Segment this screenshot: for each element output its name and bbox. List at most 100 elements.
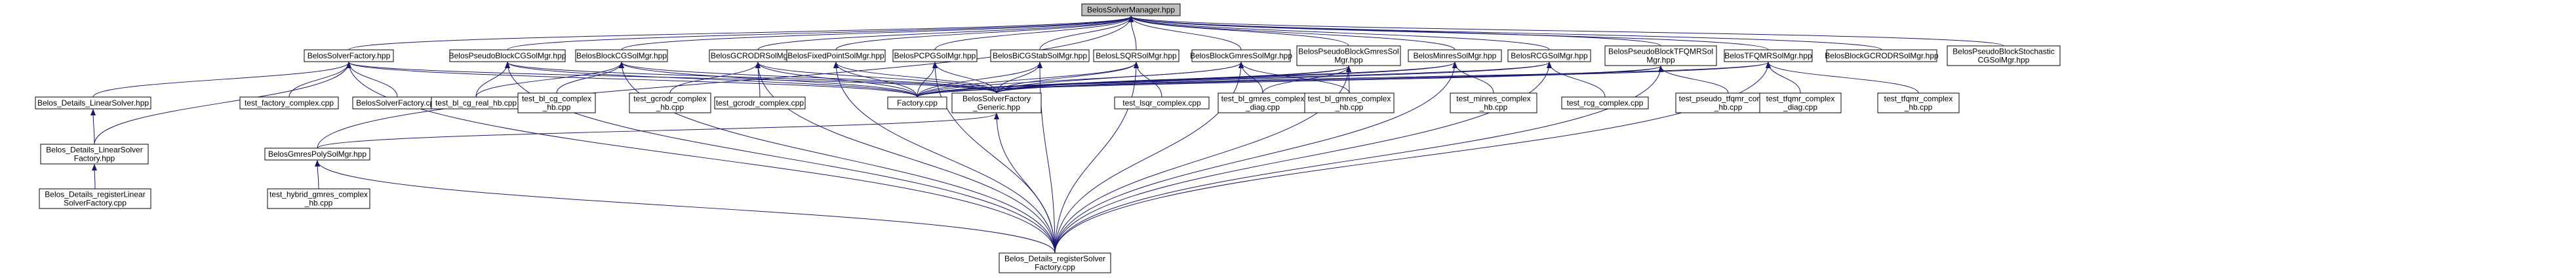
- node-label: BelosPseudoBlockCGSolMgr.hpp: [449, 51, 566, 60]
- edge-factory_cpp-to-bicgstab: [917, 62, 1042, 98]
- node-label: BelosPseudoBlockStochastic: [1952, 47, 2054, 56]
- node-tfqmr[interactable]: BelosTFQMRSolMgr.hpp: [1724, 49, 1813, 62]
- edge-details_linearsolver-to-solverfactory: [92, 62, 351, 98]
- edge-factory_cpp-to-lsqr: [917, 62, 1139, 98]
- node-test-lsqr-complex[interactable]: test_lsqr_complex.cpp: [1114, 96, 1210, 109]
- node-test-minres-complex[interactable]: test_minres_complex_hb.cpp: [1450, 92, 1537, 113]
- edge-test_gcrodr_complex_hb-to-gcrodr: [669, 62, 761, 94]
- node-blockgcrodr[interactable]: BelosBlockGCRODRSolMgr.hpp: [1825, 49, 1939, 62]
- node-box: [1304, 92, 1395, 113]
- node-test-bl-gmres-hb[interactable]: test_bl_gmres_complex_hb.cpp: [1304, 92, 1395, 113]
- node-gmrespoly[interactable]: BelosGmresPolySolMgr.hpp: [264, 148, 370, 161]
- edge-fixedpoint-to-root: [835, 16, 1134, 50]
- node-label: BelosFixedPointSolMgr.hpp: [787, 51, 884, 60]
- node-label: BelosBlockGCRODRSolMgr.hpp: [1825, 51, 1939, 60]
- node-bicgstab[interactable]: BelosBiCGStabSolMgr.hpp: [990, 49, 1090, 62]
- node-test-rcg-complex[interactable]: test_rcg_complex.cpp: [1561, 96, 1649, 109]
- node-test-tfqmr-diag[interactable]: test_tfqmr_complex_diag.cpp: [1759, 92, 1842, 113]
- node-label: BelosPseudoBlockTFQMRSol: [1608, 47, 1713, 56]
- edge-gmrespoly-to-solverfactory_generic: [317, 113, 999, 149]
- node-label: Belos_Details_LinearSolver.hpp: [37, 98, 149, 108]
- node-label: _hb.cpp: [1904, 103, 1933, 112]
- node-label: _hb.cpp: [1714, 103, 1743, 112]
- node-pcpg[interactable]: BelosPCPGSolMgr.hpp: [892, 49, 978, 62]
- node-box: [892, 49, 978, 62]
- node-test-factory-complex[interactable]: test_factory_complex.cpp: [239, 96, 339, 109]
- edge-solverfactory_generic-to-pseudoblockcg: [505, 62, 997, 94]
- node-box: [517, 92, 596, 113]
- node-box: [1093, 49, 1179, 62]
- node-solverfactory-generic[interactable]: BelosSolverFactory_Generic.hpp: [951, 92, 1042, 113]
- node-test-gcrodr-complex[interactable]: test_gcrodr_complex.cpp: [714, 96, 806, 109]
- edge-factory_cpp-to-gcrodr: [755, 62, 918, 98]
- node-label: test_rcg_complex.cpp: [1567, 98, 1644, 108]
- node-solverfactory[interactable]: BelosSolverFactory.hpp: [304, 49, 394, 62]
- node-box: [1604, 45, 1717, 66]
- node-test-gcrodr-complex-hb[interactable]: test_gcrodr_complex_hb.cpp: [629, 92, 711, 113]
- node-label: Mgr.hpp: [1646, 56, 1675, 65]
- node-label: _hb.cpp: [304, 199, 333, 208]
- edge-test_tfqmr_hb-to-tfqmr: [1766, 62, 1919, 94]
- node-box: [1877, 92, 1960, 113]
- node-test-bl-gmres-diag[interactable]: test_bl_gmres_complex_diag.cpp: [1218, 92, 1308, 113]
- node-root[interactable]: BelosSolverManager.hpp: [1081, 3, 1181, 16]
- node-blockcg[interactable]: BelosBlockCGSolMgr.hpp: [575, 49, 668, 62]
- node-solverfactory-cpp[interactable]: BelosSolverFactory.cpp: [352, 96, 443, 109]
- node-box: [304, 49, 394, 62]
- node-test-hybrid-gmres[interactable]: test_hybrid_gmres_complex_hb.cpp: [267, 188, 370, 209]
- node-box: [1450, 92, 1537, 113]
- node-box: [1759, 92, 1842, 113]
- node-label: test_gcrodr_complex: [633, 94, 706, 104]
- node-label: BelosSolverManager.hpp: [1087, 5, 1175, 14]
- node-rcg[interactable]: BelosRCGSolMgr.hpp: [1507, 49, 1591, 62]
- node-label: test_lsqr_complex.cpp: [1122, 98, 1201, 108]
- edge-factory_cpp-to-pseudoblockcg: [505, 62, 918, 98]
- node-label: Belos_Details_registerSolver: [1004, 254, 1105, 264]
- edge-solverfactory_generic-to-tfqmr: [996, 62, 1771, 94]
- node-lsqr[interactable]: BelosLSQRSolMgr.hpp: [1093, 49, 1179, 62]
- node-test-tfqmr-hb[interactable]: test_tfqmr_complex_hb.cpp: [1877, 92, 1960, 113]
- edge-solverfactory-to-root: [348, 16, 1134, 50]
- node-label: _hb.cpp: [1335, 103, 1364, 112]
- node-fixedpoint[interactable]: BelosFixedPointSolMgr.hpp: [786, 49, 886, 62]
- edge-solverfactory_generic-to-minres: [996, 62, 1457, 94]
- edge-solverfactory_generic-to-blockcg: [619, 62, 997, 94]
- node-details-register-linear[interactable]: Belos_Details_registerLinearSolverFactor…: [39, 188, 151, 209]
- node-gcrodr[interactable]: BelosGCRODRSolMgr.hpp: [709, 49, 807, 62]
- node-label: BelosBiCGStabSolMgr.hpp: [993, 51, 1087, 60]
- node-box: [1191, 49, 1291, 62]
- node-test-bl-cg-complex[interactable]: test_bl_cg_complex_hb.cpp: [517, 92, 596, 113]
- node-minres[interactable]: BelosMinresSolMgr.hpp: [1408, 49, 1502, 62]
- edge-details_linearsolverfactory-to-details_linearsolver: [90, 109, 96, 145]
- node-details-linearsolver[interactable]: Belos_Details_LinearSolver.hpp: [35, 96, 151, 109]
- node-label: _diag.cpp: [1783, 103, 1817, 112]
- node-box: [887, 96, 947, 109]
- edge-solverfactory_generic-to-pcpg: [932, 62, 997, 94]
- node-label: BelosPseudoBlockGmresSol: [1298, 47, 1398, 56]
- node-blockgmres[interactable]: BelosBlockGmresSolMgr.hpp: [1190, 49, 1292, 62]
- node-label: BelosMinresSolMgr.hpp: [1414, 51, 1497, 60]
- node-label: test_bl_gmres_complex: [1308, 94, 1391, 104]
- node-label: BelosSolverFactory: [962, 94, 1031, 104]
- node-box: [1296, 45, 1401, 66]
- edge-details_register_solver-to-blockgmres: [1054, 62, 1244, 254]
- edge-factory_cpp-to-rcg: [917, 62, 1552, 98]
- node-test-bl-cg-real[interactable]: test_bl_cg_real_hb.cpp: [431, 96, 521, 109]
- node-label: test_tfqmr_complex: [1766, 94, 1835, 104]
- edge-tfqmr-to-root: [1128, 16, 1769, 50]
- edge-test_bl_cg_real-to-blockcg: [475, 62, 624, 98]
- node-label: test_gcrodr_complex.cpp: [716, 98, 804, 108]
- edge-factory_cpp-to-tfqmr: [917, 62, 1771, 98]
- edge-details_register_solver-to-fixedpoint: [833, 62, 1056, 254]
- node-pseudoblockcg[interactable]: BelosPseudoBlockCGSolMgr.hpp: [449, 49, 566, 62]
- node-label: BelosPCPGSolMgr.hpp: [894, 51, 976, 60]
- node-label: BelosTFQMRSolMgr.hpp: [1724, 51, 1812, 60]
- node-factory-cpp[interactable]: Factory.cpp: [887, 96, 947, 109]
- node-box: [1081, 3, 1181, 16]
